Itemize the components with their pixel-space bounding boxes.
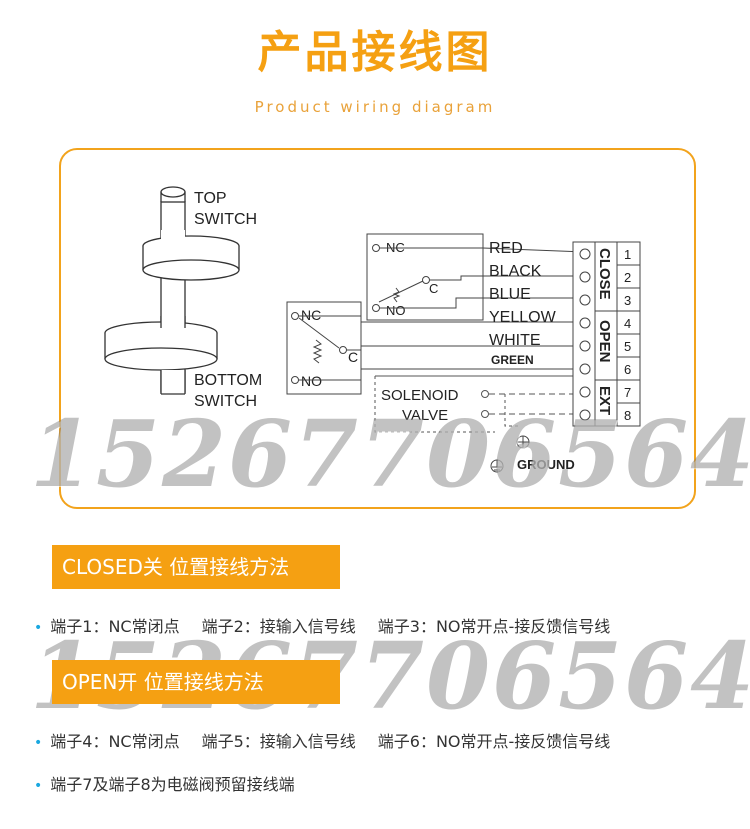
terminal-block [572, 241, 641, 427]
closed-item-3: 端子3：NO常开点-接反馈信号线 [377, 617, 611, 636]
terminal-8: 8 [624, 408, 631, 423]
terminal-5: 5 [624, 339, 631, 354]
wiring-diagram-frame: TOP SWITCH BOTTOM SWITCH NC C NO NC C NO [59, 148, 696, 509]
group-open-label: OPEN [596, 320, 613, 363]
lower-switch-c: C [348, 349, 358, 365]
ground-icon [490, 435, 530, 473]
group-ext-label: EXT [596, 386, 613, 415]
solenoid-box [374, 375, 585, 433]
wires [298, 247, 586, 381]
closed-section-title: CLOSED关 位置接线方法 [52, 545, 340, 589]
lower-switch-no: NO [301, 373, 322, 389]
open-section-title: OPEN开 位置接线方法 [52, 660, 340, 704]
top-switch-label-2: SWITCH [194, 211, 257, 228]
solenoid-label-2: VALVE [402, 407, 448, 424]
note-text: 端子7及端子8为电磁阀预留接线端 [50, 775, 295, 794]
page-subtitle: Product wiring diagram [254, 98, 496, 116]
terminal-4: 4 [624, 316, 631, 331]
terminal-3: 3 [624, 293, 631, 308]
note-row: • 端子7及端子8为电磁阀预留接线端 [34, 771, 295, 795]
bullet-dot-icon: • [34, 735, 43, 751]
solenoid-label-1: SOLENOID [381, 387, 459, 404]
wire-label-yellow: YELLOW [489, 309, 557, 326]
closed-item-1: 端子1：NC常闭点 [50, 617, 180, 636]
wiring-diagram: TOP SWITCH BOTTOM SWITCH NC C NO NC C NO [104, 186, 641, 473]
upper-switch-no: NO [386, 303, 406, 318]
wire-label-blue: BLUE [489, 286, 531, 303]
bottom-switch-label-2: SWITCH [194, 393, 257, 410]
wire-label-red: RED [489, 240, 523, 257]
open-item-2: 端子5：接输入信号线 [201, 732, 356, 751]
watermark: 15267706564 [30, 400, 750, 508]
top-switch-label-1: TOP [194, 190, 227, 207]
terminal-1: 1 [624, 247, 631, 262]
open-item-3: 端子6：NO常开点-接反馈信号线 [377, 732, 611, 751]
ground-label: GROUND [517, 457, 575, 472]
open-items-row: • 端子4：NC常闭点 端子5：接输入信号线 端子6：NO常开点-接反馈信号线 [34, 728, 632, 752]
lower-switch-nc: NC [301, 307, 321, 323]
wire-label-black: BLACK [489, 263, 542, 280]
upper-switch-c: C [429, 281, 438, 296]
wire-label-green: GREEN [491, 353, 534, 367]
closed-items-row: • 端子1：NC常闭点 端子2：接输入信号线 端子3：NO常开点-接反馈信号线 [34, 613, 632, 637]
bullet-dot-icon: • [34, 620, 43, 636]
terminal-2: 2 [624, 270, 631, 285]
upper-switch-box [366, 233, 484, 321]
wire-label-white: WHITE [489, 332, 541, 349]
page-title: 产品接线图 [257, 27, 493, 78]
bottom-switch-label-1: BOTTOM [194, 372, 262, 389]
terminal-6: 6 [624, 362, 631, 377]
terminal-7: 7 [624, 385, 631, 400]
switch-illustration [104, 186, 240, 395]
group-close-label: CLOSE [596, 248, 613, 300]
closed-item-2: 端子2：接输入信号线 [201, 617, 356, 636]
open-item-1: 端子4：NC常闭点 [50, 732, 180, 751]
bullet-dot-icon: • [34, 778, 43, 794]
